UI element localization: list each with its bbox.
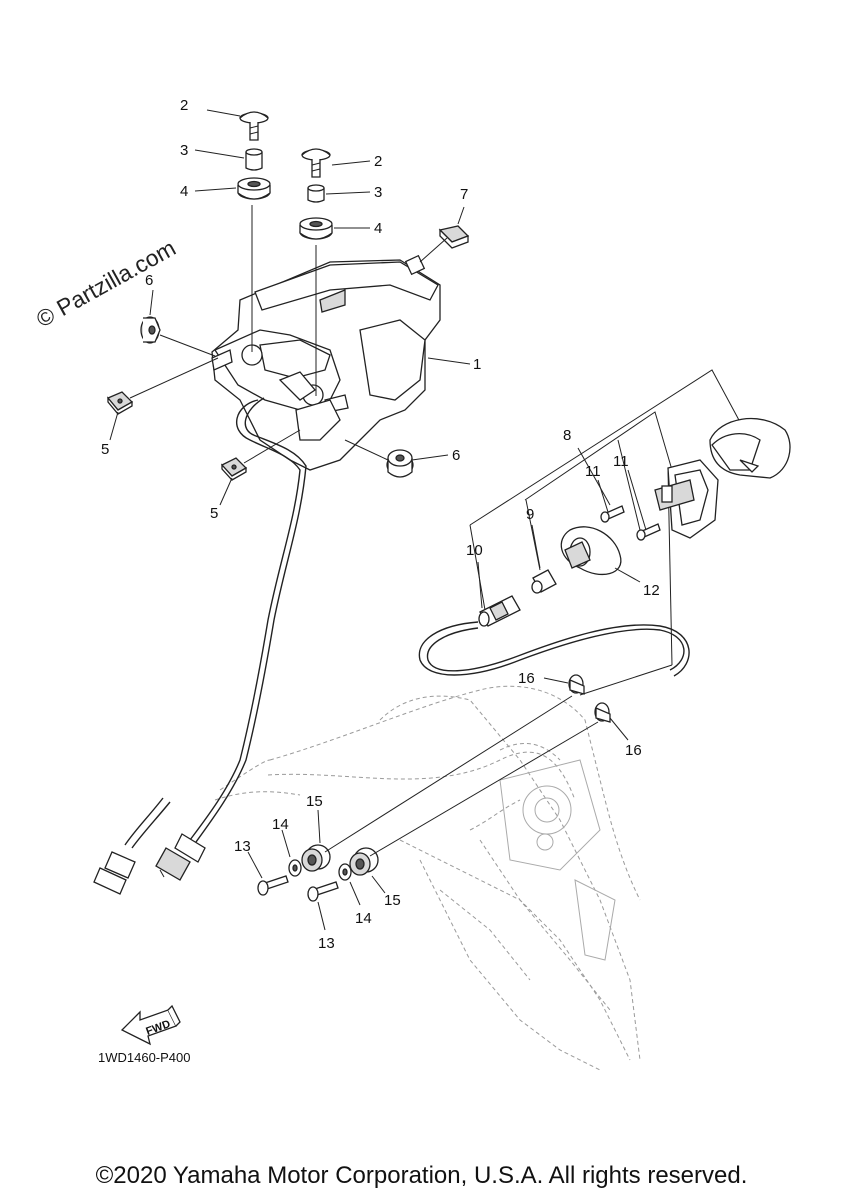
socket-10 [418,595,690,677]
tail-cowl-outline [214,685,641,1071]
nut-clip-5-lower [220,457,248,481]
callout-15-upper: 15 [306,793,323,810]
callout-6-lower: 6 [452,447,460,464]
callout-7: 7 [460,186,468,203]
grommet-6-lower [386,449,414,478]
tail-bracket-outline [499,759,616,961]
grommet-15-lower [349,847,379,876]
diagram-code: 1WD1460-P400 [98,1050,191,1065]
bulb-9 [531,569,557,594]
screw-13-lower [307,881,339,902]
callout-12: 12 [643,582,660,599]
lamp-socket-base [654,459,719,539]
grommet-4-right [299,217,333,240]
nut-clip-5-upper [106,391,134,415]
washer-14-upper [288,859,302,877]
callout-14-lower: 14 [355,910,372,927]
callout-8: 8 [563,427,571,444]
screw-13-upper [257,875,289,896]
callout-9: 9 [526,506,534,523]
callout-13-lower: 13 [318,935,335,952]
callout-4-right: 4 [374,220,382,237]
callout-10: 10 [466,542,483,559]
grommet-6-upper [140,316,161,344]
leader-lines [109,109,647,931]
screw-11-lower [636,523,661,541]
callout-13-upper: 13 [234,838,251,855]
collar-3-left [245,148,263,171]
callout-16-lower: 16 [625,742,642,759]
grommet-15-upper [301,844,331,872]
screw-2-left [239,111,269,141]
callout-11-left: 11 [585,463,601,480]
watermark-text: © Partzilla.com [32,234,180,332]
screw-11-upper [600,505,625,523]
assembly-8-bracket [469,369,741,696]
housing-lead-wire [93,397,307,895]
rivet-16-lower [594,702,611,723]
clip-7 [438,225,470,249]
callout-5-lower: 5 [210,505,218,522]
collar-3-right [307,184,325,203]
washer-14-lower [338,863,352,881]
screw-2-right [301,148,331,178]
license-light-housing [211,254,441,471]
plate-12 [560,526,622,576]
callout-4-left: 4 [180,183,188,200]
callout-3-right: 3 [374,184,382,201]
callout-16-upper: 16 [518,670,535,687]
callout-2-right: 2 [374,153,382,170]
callout-labels: 1 2 2 3 3 4 4 5 5 6 6 7 8 9 10 11 11 12 … [101,97,660,952]
callout-3-left: 3 [180,142,188,159]
grommet-4-left [237,177,271,200]
callout-5-upper: 5 [101,441,109,458]
callout-11-right: 11 [613,453,629,470]
callout-6-upper: 6 [145,272,153,289]
rivet-16-upper [568,674,585,695]
copyright-notice: ©2020 Yamaha Motor Corporation, U.S.A. A… [95,1162,748,1189]
lens-cover [709,417,791,479]
callout-14-upper: 14 [272,816,289,833]
fwd-arrow-icon: FWD [120,1004,181,1046]
callout-2-left: 2 [180,97,188,114]
callout-15-lower: 15 [384,892,401,909]
callout-1: 1 [473,356,481,373]
